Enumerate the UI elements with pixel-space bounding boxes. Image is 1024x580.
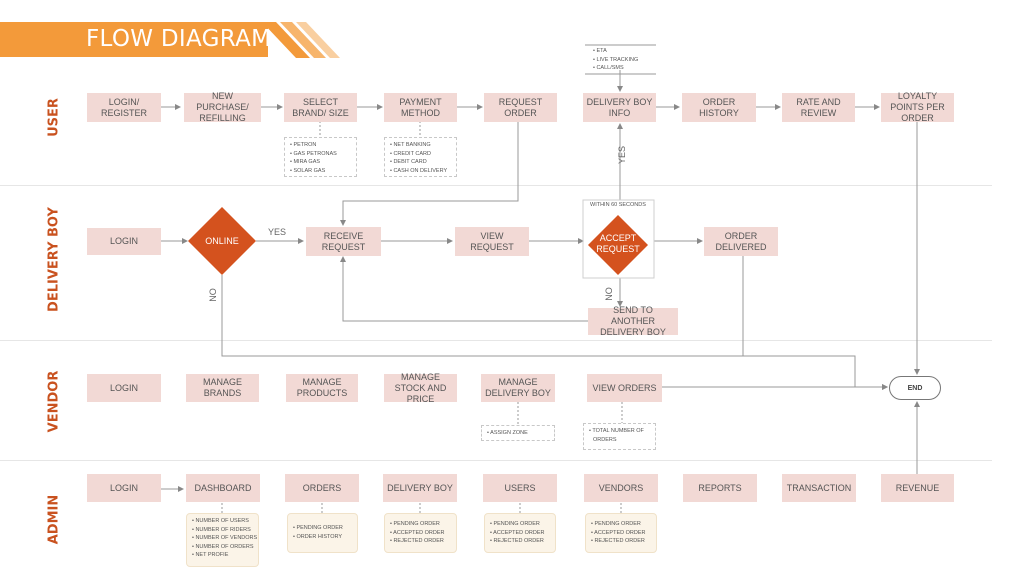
dashboard-metrics-note: • NUMBER OF USERS• NUMBER OF RIDERS• NUM… (186, 513, 259, 567)
end-node: END (889, 376, 941, 400)
payment-options-note: • NET BANKING• CREDIT CARD• DEBIT CARD• … (384, 137, 457, 177)
orders-list-note: • PENDING ORDER• ORDER HISTORY (287, 513, 358, 553)
user-login-register: LOGIN/ REGISTER (87, 93, 161, 122)
delivery-order-delivered: ORDER DELIVERED (704, 227, 778, 256)
user-payment-method: PAYMENT METHOD (384, 93, 457, 122)
vendors-status-note: • PENDING ORDER• ACCEPTED ORDER• REJECTE… (585, 513, 657, 553)
delivery-info-note: • ETA• LIVE TRACKING• CALL/SMS (593, 48, 639, 71)
admin-reports: REPORTS (683, 474, 757, 502)
lane-divider (0, 185, 992, 186)
vendor-manage-brands: MANAGE BRANDS (186, 374, 259, 402)
delivery-receive-request: RECEIVE REQUEST (306, 227, 381, 256)
admin-orders: ORDERS (285, 474, 359, 502)
admin-login: LOGIN (87, 474, 161, 502)
vendor-manage-stock: MANAGE STOCK AND PRICE (384, 372, 457, 404)
lane-divider (0, 460, 992, 461)
admin-delivery-boy: DELIVERY BOY (383, 474, 457, 502)
user-delivery-boy-info: DELIVERY BOY INFO (583, 93, 656, 122)
no-label: NO (207, 288, 218, 302)
users-status-note: • PENDING ORDER• ACCEPTED ORDER• REJECTE… (484, 513, 556, 553)
admin-dashboard: DASHBOARD (186, 474, 260, 502)
brand-options-note: • PETRON• GAS PETRONAS• MIRA GAS• SOLAR … (284, 137, 357, 177)
title-stripes-decoration (262, 22, 340, 58)
online-decision (188, 207, 256, 275)
assign-zone-note: • ASSIGN ZONE (481, 425, 555, 441)
yes-label: YES (617, 145, 628, 165)
user-new-purchase: NEW PURCHASE/ REFILLING (184, 91, 261, 123)
admin-revenue: REVENUE (881, 474, 954, 502)
delivery-send-another: SEND TO ANOTHER DELIVERY BOY (588, 305, 678, 337)
user-order-history: ORDER HISTORY (682, 93, 756, 122)
online-label: ONLINE (205, 235, 239, 246)
lane-divider (0, 340, 992, 341)
no-label: NO (603, 287, 614, 301)
user-rate-review: RATE AND REVIEW (782, 93, 855, 122)
title-bar (0, 22, 268, 57)
vendor-view-orders: VIEW ORDERS (587, 374, 662, 402)
vendor-login: LOGIN (87, 374, 161, 402)
admin-vendors: VENDORS (584, 474, 658, 502)
user-select-brand: SELECT BRAND/ SIZE (284, 93, 357, 122)
accept-request-decision (588, 215, 648, 275)
yes-label: YES (268, 227, 287, 237)
within-seconds-label: WITHIN 60 SECONDS (590, 202, 646, 208)
delivery-boy-status-note: • PENDING ORDER• ACCEPTED ORDER• REJECTE… (384, 513, 457, 553)
user-loyalty-points: LOYALTY POINTS PER ORDER (881, 91, 954, 123)
admin-transaction: TRANSACTION (782, 474, 856, 502)
vendor-manage-delivery-boy: MANAGE DELIVERY BOY (481, 374, 555, 402)
accept-request-label: ACCEPT REQUEST (596, 233, 640, 254)
delivery-login: LOGIN (87, 228, 161, 255)
page-title: FLOW DIAGRAM (86, 26, 272, 52)
user-request-order: REQUEST ORDER (484, 93, 557, 122)
delivery-view-request: VIEW REQUEST (455, 227, 529, 256)
vendor-manage-products: MANAGE PRODUCTS (286, 374, 358, 402)
admin-users: USERS (483, 474, 557, 502)
